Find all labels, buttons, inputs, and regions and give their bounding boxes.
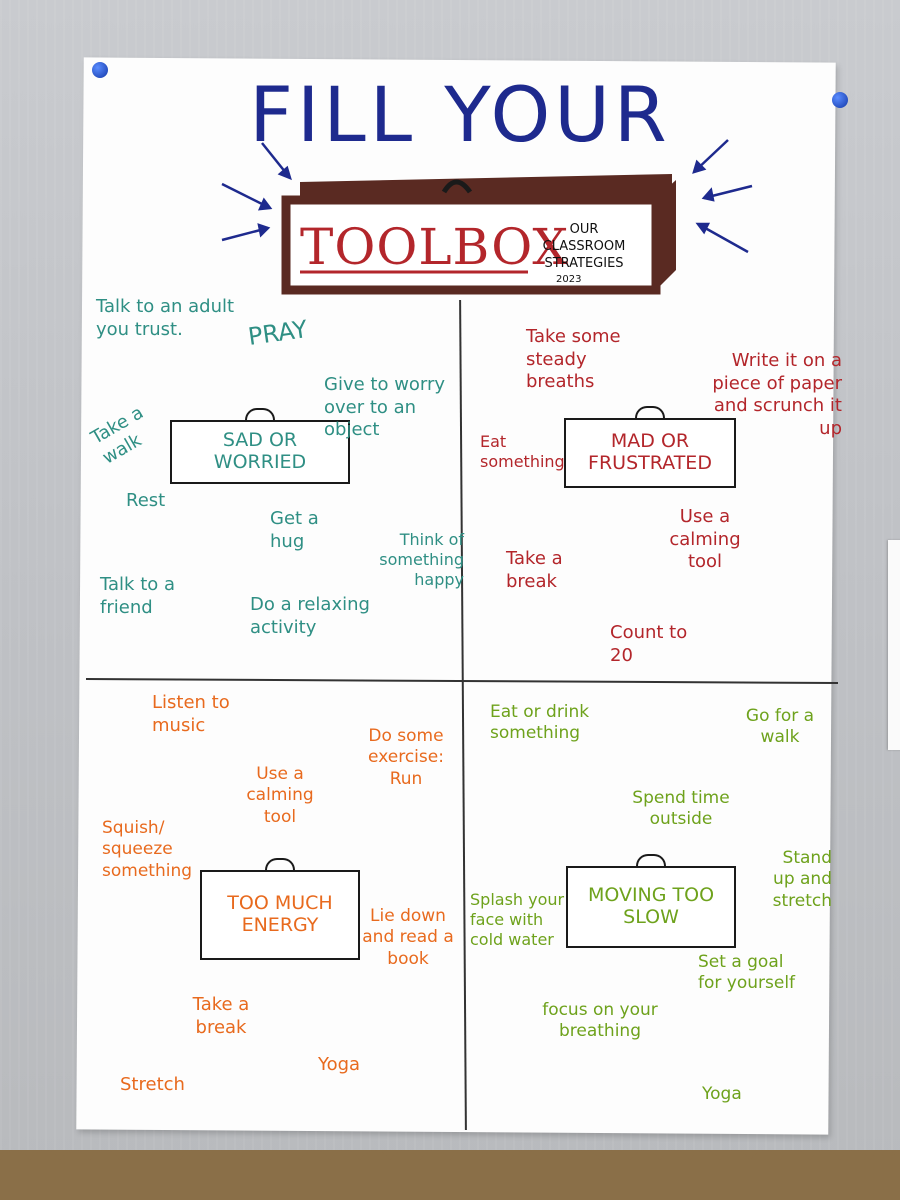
strategy-text: focus on your breathing: [542, 1000, 658, 1042]
toolbox-moving-too-slow: MOVING TOO SLOW: [566, 854, 736, 948]
border-trim: [0, 1150, 900, 1200]
strategy-text: Rest: [126, 490, 166, 511]
poster-year: 2023: [556, 274, 582, 285]
strategy-text: Use a calming tool: [669, 506, 741, 572]
box-label: MAD OR FRUSTRATED: [588, 430, 712, 474]
arrowhead-icon: [257, 223, 271, 238]
poster-title: FILL YOUR: [249, 70, 671, 159]
strategy-text: Give to worry over to an object: [324, 374, 446, 440]
strategy-text: Use a calming tool: [246, 764, 314, 827]
strategy-text: Count to 20: [610, 622, 688, 666]
poster-subtitle: OUR CLASSROOM STRATEGIES: [542, 222, 626, 271]
arrowhead-icon: [695, 222, 711, 235]
strategy-text: Lie down and read a book: [362, 906, 454, 969]
strategy-text: Eat or drink something: [490, 702, 590, 744]
strategy-text: Squish/ squeeze something: [102, 818, 193, 881]
strategy-text: Set a goal for yourself: [698, 952, 796, 994]
strategy-text: Stretch: [120, 1074, 185, 1095]
strategy-text: Go for a walk: [745, 706, 815, 748]
strategy-text: Do a relaxing activity: [250, 594, 370, 638]
adjacent-paper: [888, 540, 900, 750]
arrowhead-icon: [701, 187, 715, 202]
box-label: SAD OR WORRIED: [213, 429, 307, 473]
toolbox-mad-or-frustrated: MAD OR FRUSTRATED: [564, 406, 736, 488]
strategy-text: Write it on a piece of paper and scrunch…: [712, 350, 842, 439]
strategy-text: Take a break: [192, 994, 250, 1038]
toolbox-drawing: [281, 174, 676, 295]
strategy-text: Get a hug: [270, 508, 319, 552]
arrowhead-icon: [692, 159, 707, 174]
strategy-text: Take some steady breaths: [526, 326, 621, 392]
toolbox-word: TOOLBOX: [300, 218, 569, 276]
border-trim-scallop: [0, 1150, 900, 1160]
arrowhead-icon: [277, 165, 292, 181]
pushpin-icon: [832, 92, 848, 108]
toolbox-sad-or-worried: SAD OR WORRIED: [170, 408, 350, 484]
strategy-text: Talk to an adult you trust.: [96, 296, 235, 340]
strategy-text: Listen to music: [152, 692, 230, 736]
strategy-text: Do some exercise: Run: [368, 726, 444, 789]
strategy-text: Yoga: [318, 1054, 361, 1075]
strategy-text: Splash your face with cold water: [470, 890, 565, 949]
strategy-text: Think of something happy: [379, 530, 464, 589]
strategy-text: Take a break: [506, 548, 563, 592]
strategy-text: Eat something: [480, 432, 565, 471]
strategy-text: Spend time outside: [632, 788, 730, 830]
pushpin-icon: [92, 62, 108, 78]
box-label: TOO MUCH ENERGY: [227, 892, 333, 936]
strategy-text: Talk to a friend: [100, 574, 176, 618]
strategy-text: Yoga: [702, 1084, 742, 1104]
toolbox-too-much-energy: TOO MUCH ENERGY: [200, 858, 360, 960]
arrowhead-icon: [257, 197, 273, 211]
strategy-text: Stand up and stretch: [772, 848, 832, 911]
box-label: MOVING TOO SLOW: [587, 884, 715, 928]
